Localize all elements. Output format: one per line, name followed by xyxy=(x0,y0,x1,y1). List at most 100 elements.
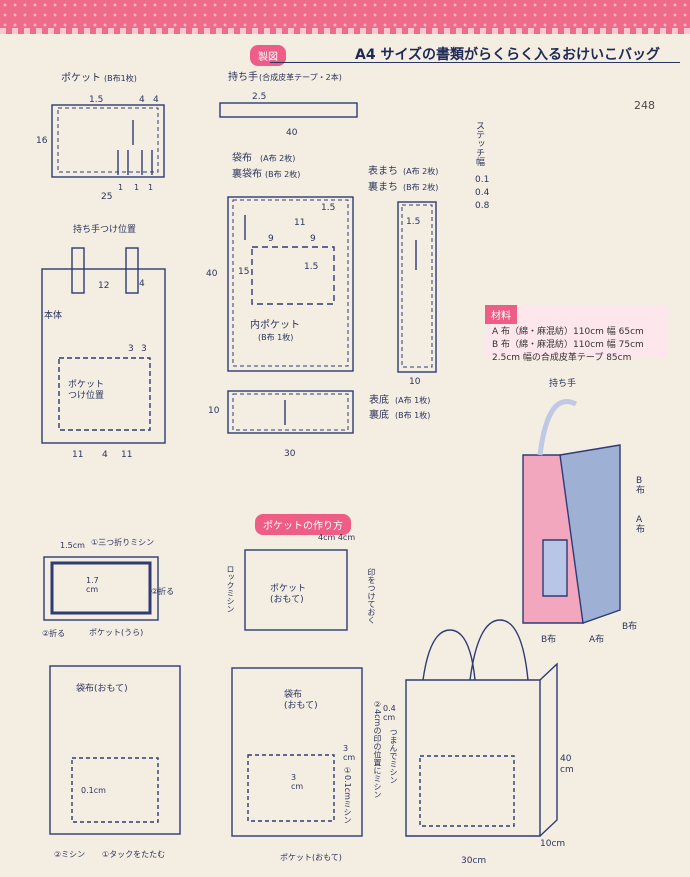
howto-pill: ポケットの作り方 xyxy=(255,514,351,535)
gusset-lining-spec: (B布 2枚) xyxy=(403,183,439,192)
final-bag-text: つまんでミシン xyxy=(389,728,398,784)
handle-spec: (合成皮革テープ・2本) xyxy=(259,73,342,82)
pocket-dim: 25 xyxy=(101,192,113,202)
title-rule xyxy=(270,62,680,63)
illustration-b-label: B布 xyxy=(541,635,557,645)
illustration-handle-label: 持ち手 xyxy=(549,379,577,389)
howto-text: 3 cm xyxy=(343,744,356,762)
body-dim: 11 xyxy=(121,450,133,460)
pocket-spec: (B布1枚) xyxy=(104,74,137,83)
body-dim: 11 xyxy=(72,450,84,460)
final-bag-text: 0.4 cm xyxy=(383,704,396,722)
howto-text: ②ミシン xyxy=(54,850,86,859)
pocket-dim: 1 xyxy=(118,183,124,192)
howto-step2 xyxy=(244,549,348,631)
bag-cloth-spec: (A布 2枚) xyxy=(260,154,296,163)
section-pill: 製図 xyxy=(250,45,286,66)
inner-pocket-label: 内ポケット xyxy=(250,320,300,331)
pocket-dim: 1.5 xyxy=(89,95,104,105)
bottom-spec: (A布 1枚) xyxy=(395,396,431,405)
pocket-position xyxy=(58,357,151,431)
body-piece xyxy=(41,268,166,444)
stitch-value: 0.1 xyxy=(475,175,490,185)
howto-text: ポケット (おもて) xyxy=(270,584,307,605)
handle-piece xyxy=(219,102,358,118)
bottom-label: 表底 xyxy=(369,395,389,406)
pocket-dim: 1 xyxy=(148,183,154,192)
body-label: 本体 xyxy=(44,311,63,321)
illustration-b-label: B布 xyxy=(622,622,638,632)
bag-cloth-dim: 1.5 xyxy=(321,203,336,213)
handle-position-label: 持ち手つけ位置 xyxy=(73,225,137,235)
howto-text: ①0.1cmミシン xyxy=(343,766,352,824)
materials-label: 材料 xyxy=(485,305,517,324)
page-number: 248 xyxy=(634,99,655,112)
bag-cloth-dim: 15 xyxy=(238,267,250,277)
howto-step3 xyxy=(49,665,181,835)
howto-text: ②4cmの印の位置にミシン xyxy=(373,700,382,799)
pocket-dim: 16 xyxy=(36,136,48,146)
howto-text: ②折る xyxy=(42,629,66,638)
illustration-a-label: A布 xyxy=(589,635,605,645)
howto-text: ②折る xyxy=(151,587,175,596)
bag-cloth-dim: 9 xyxy=(268,234,274,244)
howto-text: 1.5cm xyxy=(60,541,85,550)
bag-cloth-piece xyxy=(227,196,354,372)
pocket-dim: 1 xyxy=(134,183,140,192)
illustration-b-label: B 布 xyxy=(636,476,646,496)
howto-step4 xyxy=(231,667,363,837)
inner-pocket-piece xyxy=(251,246,335,305)
bottom-dim: 10 xyxy=(208,406,220,416)
pocket-piece xyxy=(51,104,165,178)
body-dim: 4 xyxy=(102,450,108,460)
stitch-label: ステッチ幅 xyxy=(474,121,484,166)
handle-dim: 2.5 xyxy=(252,92,267,102)
final-bag-text: 30cm xyxy=(461,856,487,866)
pocket-label: ポケット xyxy=(61,73,101,84)
bag-cloth-dim: 1.5 xyxy=(304,262,319,272)
howto-text: ポケット(おもて) xyxy=(280,853,342,862)
stitch-value: 0.8 xyxy=(475,201,490,211)
body-dim: 4 xyxy=(139,279,145,289)
pocket-dim: 4 xyxy=(153,95,159,105)
final-bag-text: 10cm xyxy=(540,839,566,849)
handle-label: 持ち手 xyxy=(228,72,258,83)
bottom-lining-label: 裏底 xyxy=(369,410,389,421)
bottom-piece xyxy=(227,390,354,434)
pocket-position-label: ポケット つけ位置 xyxy=(68,380,105,401)
material-line: B 布（綿・麻混紡）110cm 幅 75cm xyxy=(492,340,644,350)
howto-text: 1.7 cm xyxy=(86,576,99,594)
handle-dim: 40 xyxy=(286,128,298,138)
howto-text: ①タックをたたむ xyxy=(102,850,166,859)
bag-cloth-dim: 9 xyxy=(310,234,316,244)
howto-text: 0.1cm xyxy=(81,786,106,795)
howto-text: 袋布(おもて) xyxy=(76,684,128,694)
lining-label: 裏袋布 xyxy=(232,169,262,180)
pocket-dim: 4 xyxy=(139,95,145,105)
bottom-dim: 30 xyxy=(284,449,296,459)
howto-text: 4cm 4cm xyxy=(318,533,356,542)
gusset-dim: 1.5 xyxy=(406,217,421,227)
final-bag xyxy=(405,679,541,837)
inner-pocket-spec: (B布 1枚) xyxy=(258,333,294,342)
stitch-value: 0.4 xyxy=(475,188,490,198)
gusset-spec: (A布 2枚) xyxy=(403,167,439,176)
howto-text: 印をつけておく xyxy=(367,568,376,624)
howto-step1 xyxy=(43,556,159,621)
body-dim: 3 xyxy=(141,344,147,354)
bag-cloth-label: 袋布 xyxy=(232,153,252,164)
body-dim: 3 xyxy=(128,344,134,354)
howto-text: ①三つ折りミシン xyxy=(91,538,155,547)
howto-text: 袋布 (おもて) xyxy=(284,690,318,711)
gusset-lining-label: 裏まち xyxy=(368,182,398,193)
gusset-label: 表まち xyxy=(368,166,398,177)
body-dim: 12 xyxy=(98,281,110,291)
bag-cloth-dim: 40 xyxy=(206,269,218,279)
howto-text: 3 cm xyxy=(291,773,304,791)
material-line: 2.5cm 幅の合成皮革テープ 85cm xyxy=(492,353,632,363)
bottom-lining-spec: (B布 1枚) xyxy=(395,411,431,420)
final-bag-text: 40 cm xyxy=(560,754,574,775)
bag-cloth-dim: 11 xyxy=(294,218,306,228)
